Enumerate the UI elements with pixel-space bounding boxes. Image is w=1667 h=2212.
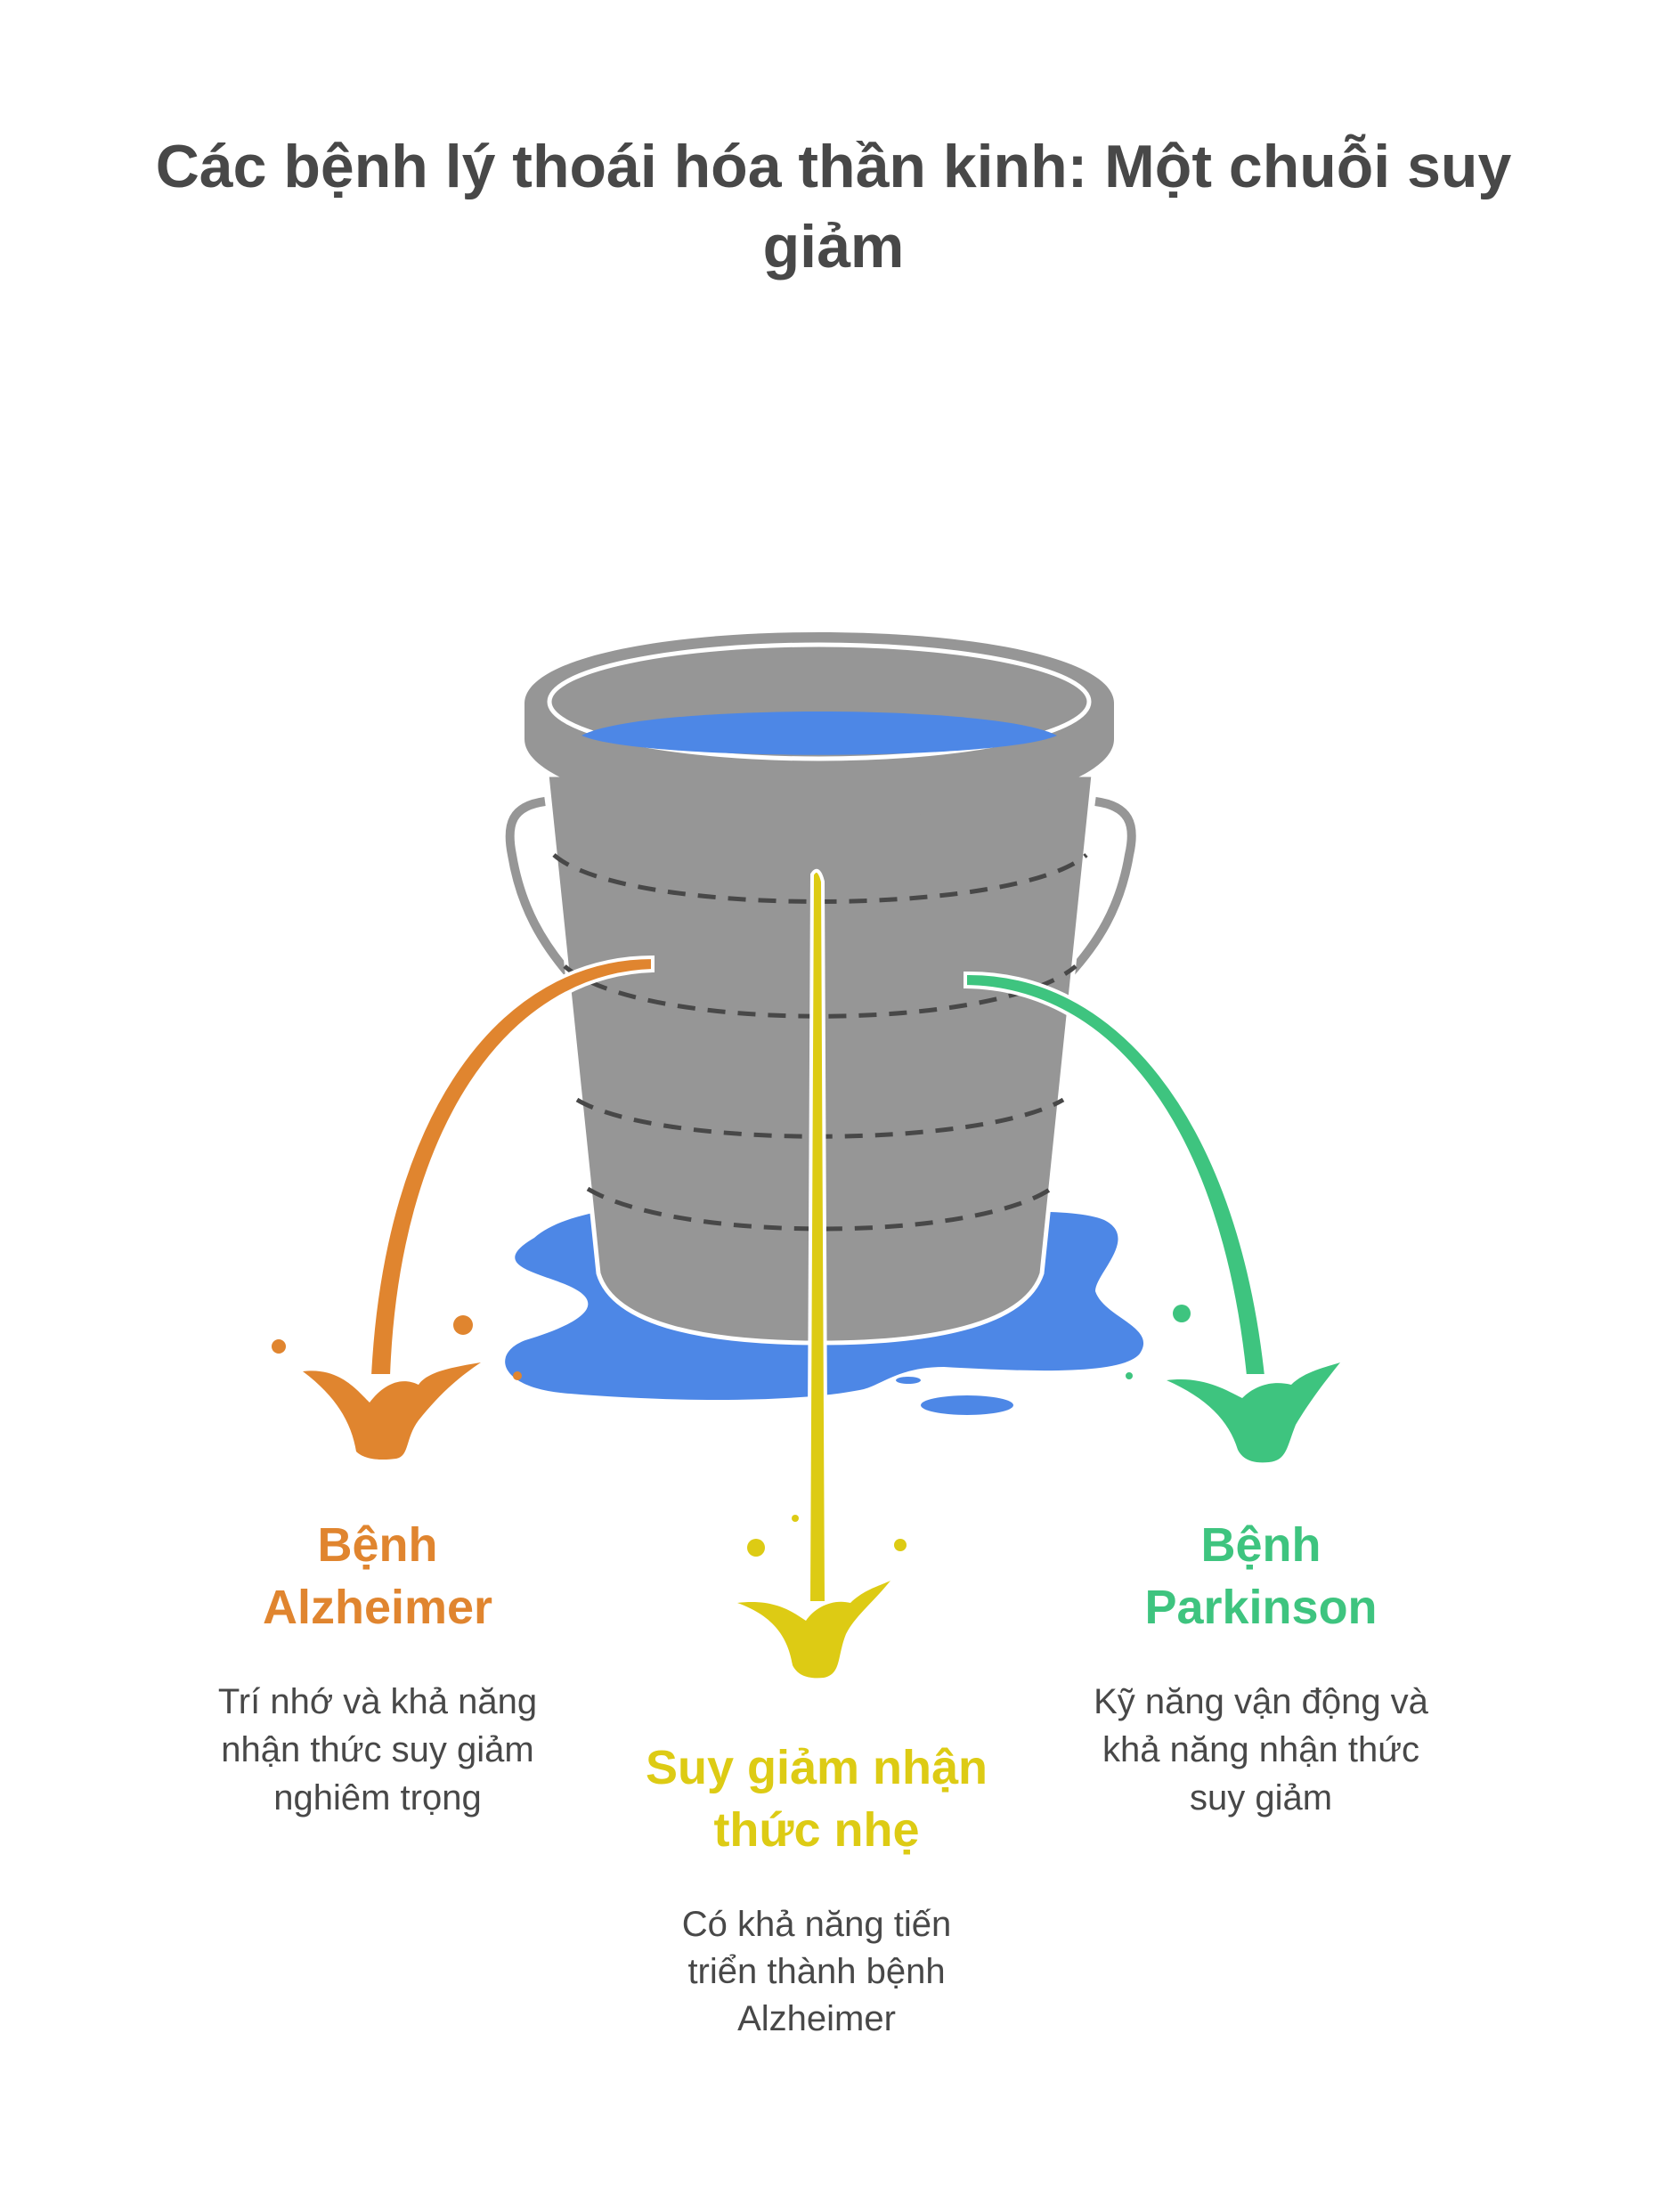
item-description: khả năng nhận thức: [1102, 1730, 1419, 1769]
item-description: Có khả năng tiến: [681, 1905, 952, 1944]
parkinson-splash: [1167, 1362, 1340, 1463]
splash-drop: [272, 1339, 286, 1354]
item-description: nghiêm trọng: [273, 1778, 482, 1818]
splash-drop: [894, 1539, 907, 1551]
item-title: Bệnh: [1200, 1518, 1321, 1572]
alzheimer-stream: [367, 955, 655, 1378]
page-title-line1: Các bệnh lý thoái hóa thần kinh: Một chu…: [155, 133, 1512, 200]
splash-drop: [747, 1539, 765, 1557]
splash-drop: [792, 1515, 799, 1522]
item-title: Alzheimer: [262, 1581, 493, 1634]
item-description: Trí nhớ và khả năng: [217, 1682, 538, 1721]
bucket-handle-left: [505, 797, 573, 979]
splash-drop: [1126, 1372, 1133, 1379]
splash-drop: [1173, 1305, 1191, 1322]
item-title: Parkinson: [1144, 1581, 1378, 1634]
splash-drop: [453, 1315, 473, 1335]
water-drop: [921, 1395, 1013, 1415]
page-title-line2: giảm: [762, 213, 905, 281]
parkinson-stream: [964, 971, 1269, 1378]
item-description: nhận thức suy giảm: [221, 1730, 534, 1769]
bucket-water: [581, 712, 1057, 755]
item-description: triển thành bệnh: [687, 1952, 946, 1991]
water-drop: [896, 1377, 921, 1384]
item-title: Bệnh: [317, 1518, 438, 1572]
mci-splash: [737, 1581, 890, 1679]
mci-stream: [806, 868, 829, 1605]
bucket-handle-right: [1065, 797, 1136, 979]
item-description: suy giảm: [1189, 1778, 1333, 1818]
item-description: Alzheimer: [737, 1999, 896, 2038]
alzheimer-splash: [303, 1362, 481, 1460]
item-title: thức nhẹ: [713, 1803, 920, 1857]
item-title: Suy giảm nhận: [645, 1741, 988, 1794]
item-description: Kỹ năng vận động và: [1094, 1682, 1428, 1721]
splash-drop: [513, 1371, 522, 1380]
